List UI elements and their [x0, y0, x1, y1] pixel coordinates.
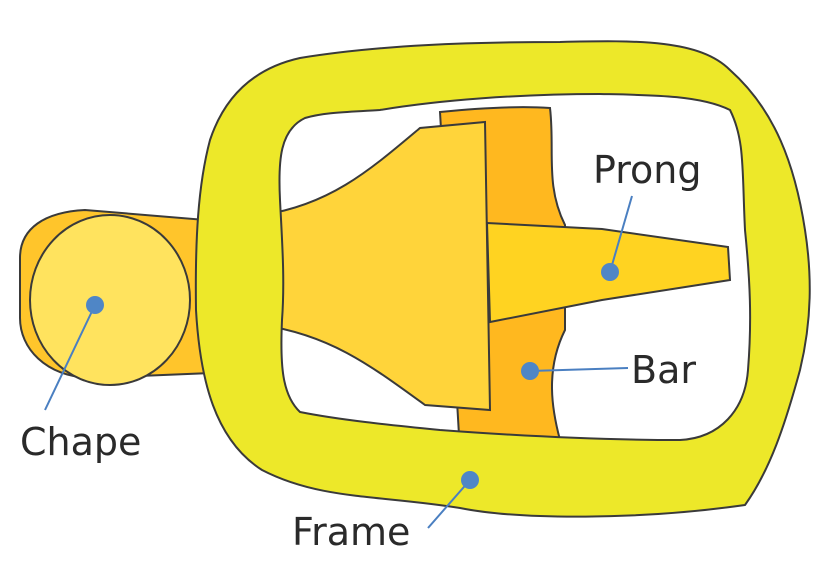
prong-label: Prong: [593, 148, 702, 192]
bar-leader-line: [529, 367, 629, 372]
bar-label: Bar: [631, 348, 696, 392]
prong-hub: [261, 120, 492, 412]
chape-leader-line: [44, 304, 96, 411]
chape-disk: [29, 214, 191, 386]
bar-dot: [521, 362, 539, 380]
prong-dot: [601, 263, 619, 281]
frame-ring: [194, 40, 811, 518]
frame-leader-line: [427, 479, 471, 529]
frame-dot: [461, 471, 479, 489]
chape-dot: [86, 296, 104, 314]
chape-label: Chape: [20, 420, 141, 464]
frame-label: Frame: [292, 510, 410, 554]
prong-leader-line: [609, 195, 633, 273]
